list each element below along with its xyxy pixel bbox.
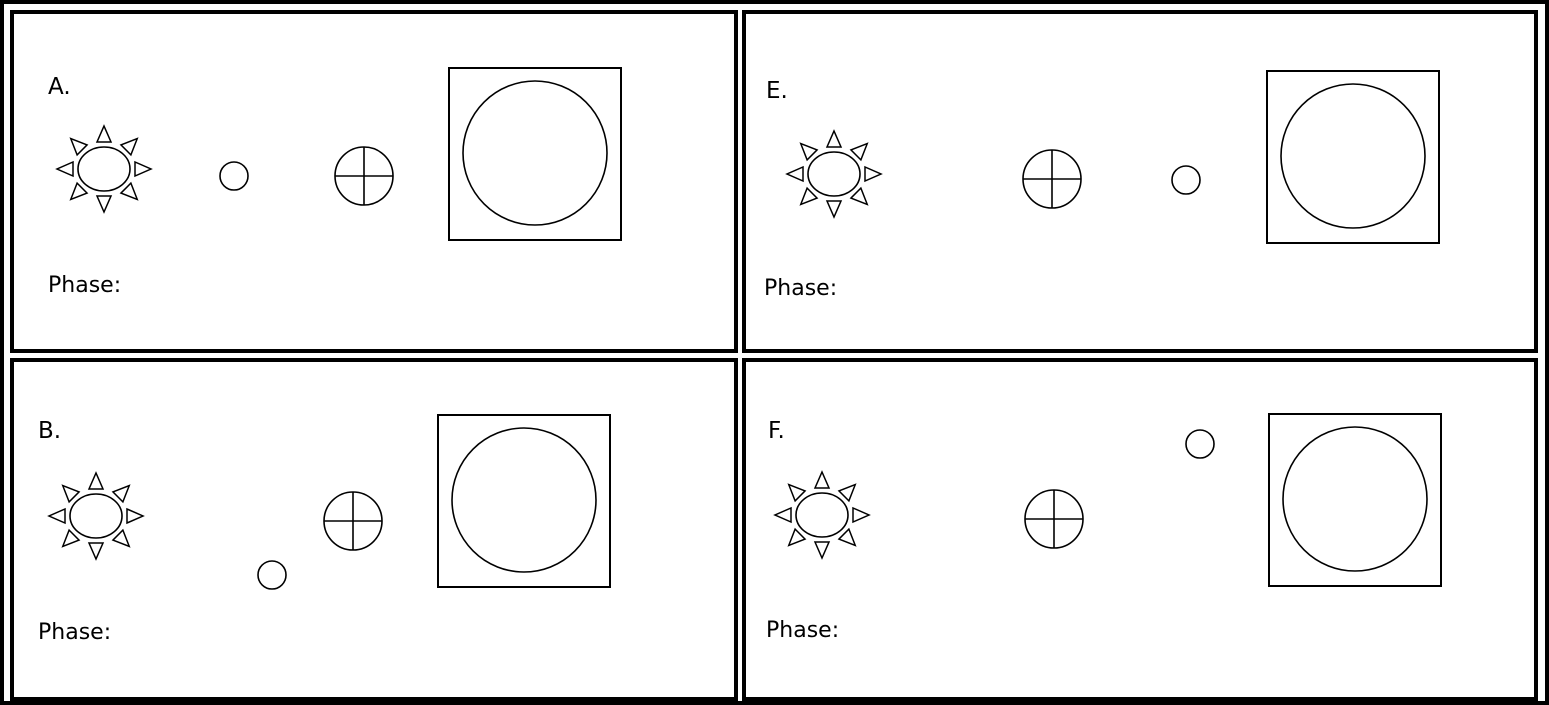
panel-f: F. Phase: (742, 358, 1538, 701)
moon-circle (252, 555, 292, 595)
earth-icon (321, 489, 385, 553)
moon-phase-circle (1283, 427, 1427, 571)
panel-letter: E. (766, 78, 788, 104)
sun-disc (808, 152, 860, 196)
sun-disc (796, 493, 848, 537)
sun-ray (815, 472, 829, 488)
sun-ray (851, 188, 867, 204)
sun-ray (113, 486, 129, 502)
phase-label: Phase: (766, 618, 839, 643)
sun-ray (775, 508, 791, 522)
sun-ray (135, 162, 151, 176)
moon-view-box (448, 67, 624, 243)
sun-icon (762, 465, 882, 565)
earth-icon (1020, 147, 1084, 211)
earth-icon (332, 144, 396, 208)
moon-circle (1166, 160, 1206, 200)
sun-ray (49, 509, 65, 523)
sun-ray (801, 144, 817, 160)
view-box-frame (449, 68, 621, 240)
sun-ray (71, 139, 87, 155)
sun-icon (774, 124, 894, 224)
panel-letter: B. (38, 418, 61, 444)
moon-phase-circle (463, 81, 607, 225)
phase-label: Phase: (48, 273, 121, 298)
sun-ray (89, 473, 103, 489)
sun-disc (78, 147, 130, 191)
sun-ray (121, 139, 137, 155)
moon-circle (214, 156, 254, 196)
sun-ray (839, 485, 855, 501)
sun-icon (36, 466, 156, 566)
sun-ray (97, 196, 111, 212)
sun-ray (827, 201, 841, 217)
view-box-frame (438, 415, 610, 587)
moon-view-box (1266, 70, 1442, 246)
sun-ray (815, 542, 829, 558)
sun-ray (853, 508, 869, 522)
moon-phase-circle (452, 428, 596, 572)
phase-label: Phase: (38, 620, 111, 645)
panel-letter: F. (768, 418, 785, 444)
view-box-frame (1267, 71, 1439, 243)
view-box-frame (1269, 414, 1441, 586)
sun-ray (97, 126, 111, 142)
panel-a: A. Phase: (10, 10, 738, 353)
sun-ray (63, 530, 79, 546)
sun-ray (89, 543, 103, 559)
moon-phase-circle (1281, 84, 1425, 228)
sun-ray (801, 188, 817, 204)
sun-ray (71, 183, 87, 199)
sun-ray (839, 529, 855, 545)
earth-icon (1022, 487, 1086, 551)
panel-e: E. Phase: (742, 10, 1538, 353)
sun-ray (787, 167, 803, 181)
panel-letter: A. (48, 74, 71, 100)
sun-disc (70, 494, 122, 538)
sun-ray (127, 509, 143, 523)
sun-ray (121, 183, 137, 199)
sun-ray (789, 529, 805, 545)
sun-ray (57, 162, 73, 176)
sun-icon (44, 119, 164, 219)
sun-ray (865, 167, 881, 181)
sun-ray (827, 131, 841, 147)
sun-ray (63, 486, 79, 502)
panel-b: B. Phase: (10, 358, 738, 701)
moon-circle (1180, 424, 1220, 464)
sun-ray (851, 144, 867, 160)
moon-view-box (437, 414, 613, 590)
phase-label: Phase: (764, 276, 837, 301)
sun-ray (789, 485, 805, 501)
moon-view-box (1268, 413, 1444, 589)
sun-ray (113, 530, 129, 546)
